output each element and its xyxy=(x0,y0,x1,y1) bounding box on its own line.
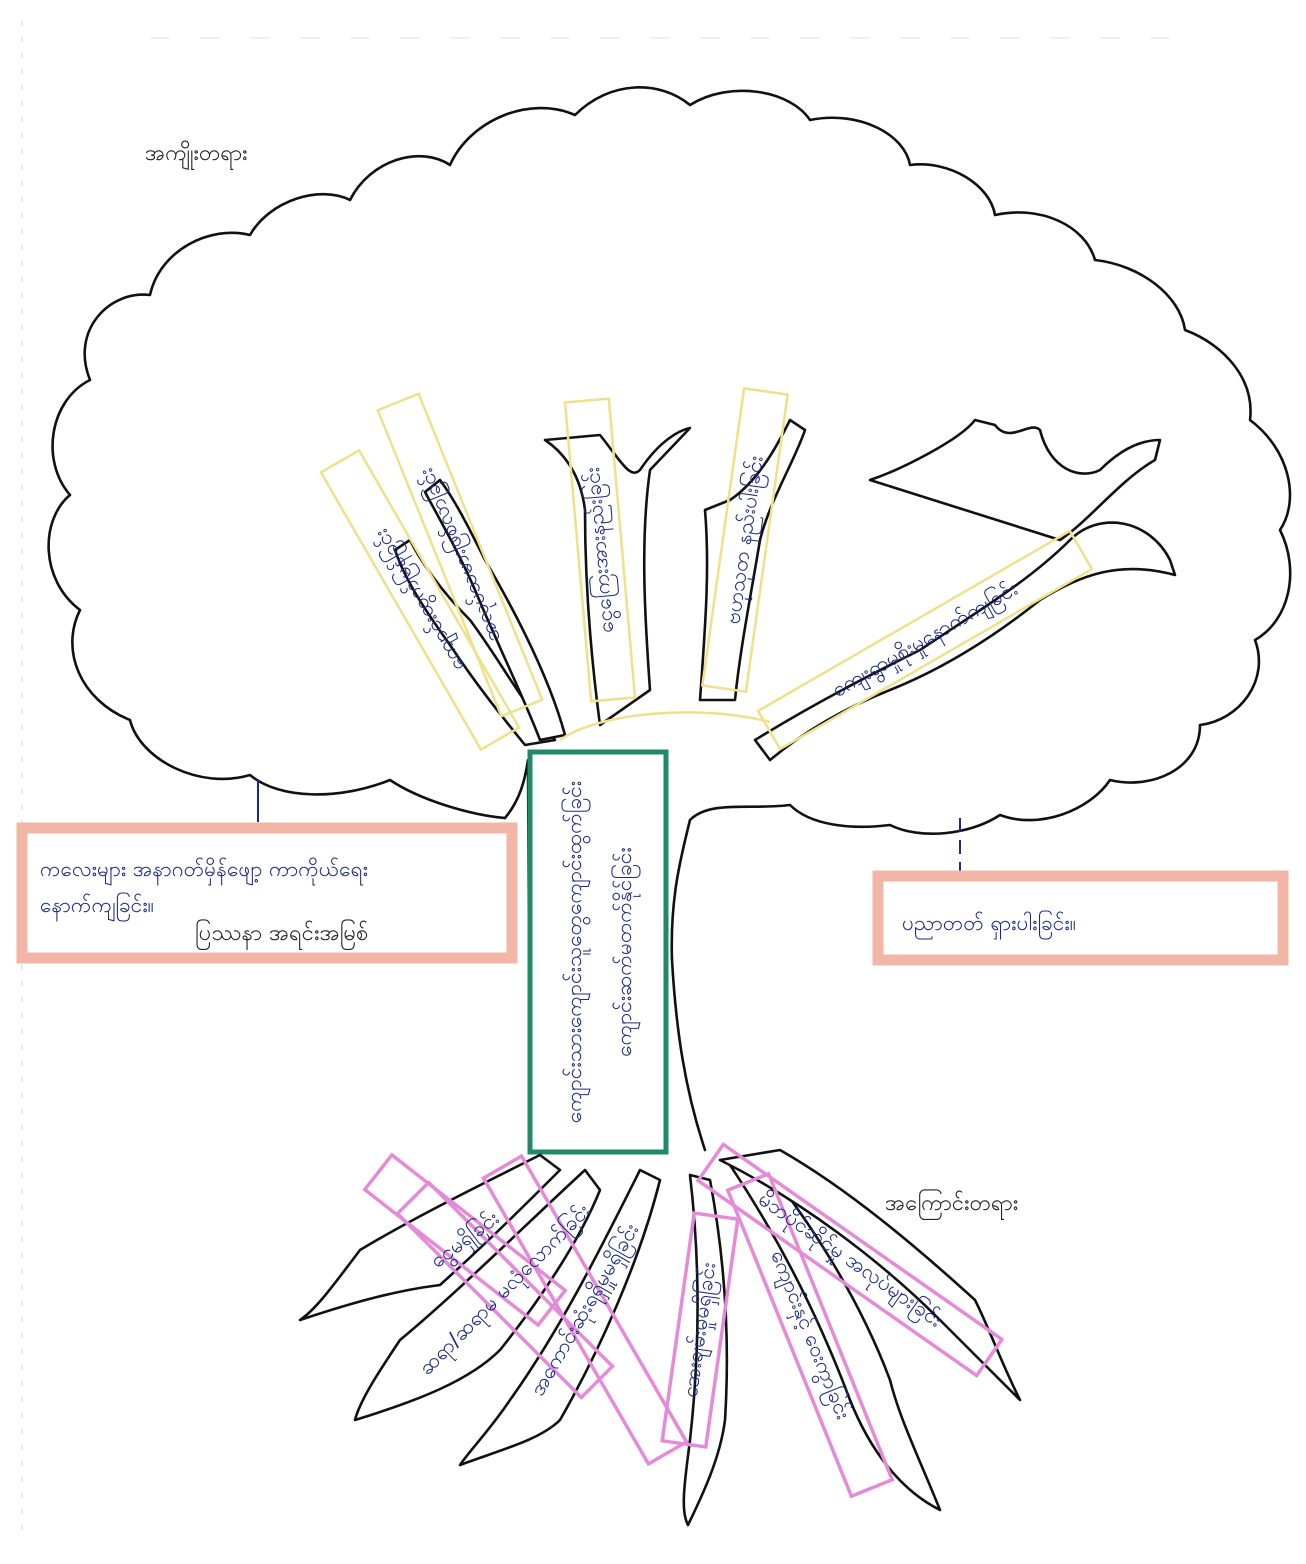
tree-trunk-right-edge xyxy=(672,820,705,1150)
problem-caption: ပြဿနာ အရင်းအမြစ် xyxy=(195,919,368,950)
effects-heading: အကျိုးတရား xyxy=(145,140,248,171)
tree-canopy-outline xyxy=(49,87,1291,833)
left-box-line-2: နောက်ကျခြင်း။ xyxy=(40,891,154,922)
core-problem-line-1: ကျောင်းသားကျောင်းသူတွေကျောင်းထွက်ခြင်း xyxy=(560,781,592,1123)
left-box-line-1: ကလေးများ အနာဂတ်မှိန်ဖျော့ ကာကိုယ်ရေး xyxy=(40,856,368,887)
branch-highlight-arc xyxy=(560,712,770,740)
causes-heading: အကြောင်းတရား xyxy=(885,1189,1018,1220)
branch-shape-3 xyxy=(545,428,690,725)
branch-label-5: ကျေးရွာမှုစိုးမှုနောက်ကျခြင်း xyxy=(827,574,1025,707)
core-problem-line-2: ကျောင်းဆက်မတက်နိုင်ခြင်း xyxy=(610,847,641,1057)
right-box-line-1: ပညာတတ် ရှားပါးခြင်း။ xyxy=(902,909,1076,941)
core-problem-box xyxy=(530,752,666,1152)
